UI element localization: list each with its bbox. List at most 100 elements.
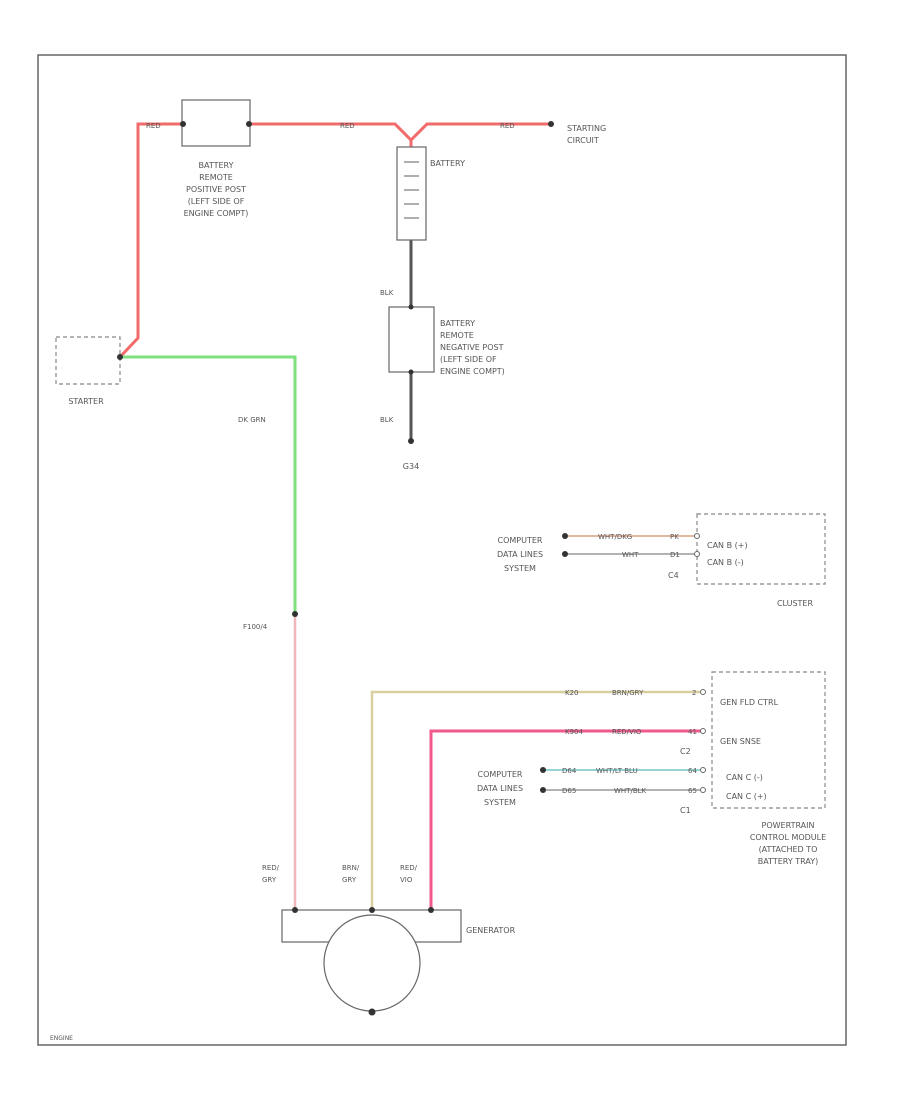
svg-text:CONTROL MODULE: CONTROL MODULE — [750, 833, 826, 842]
dot-fusible — [292, 611, 298, 617]
wire-red-starter — [118, 122, 184, 359]
wire-label-can-c-minus-color: WHT/LT BLU — [596, 767, 638, 775]
dot-starting-circuit — [548, 121, 554, 127]
wire-label-brn-gry-1: BRN/ — [342, 864, 360, 872]
svg-text:REMOTE: REMOTE — [440, 331, 474, 340]
svg-text:ENGINE COMPT): ENGINE COMPT) — [184, 209, 249, 218]
svg-text:POSITIVE POST: POSITIVE POST — [186, 185, 246, 194]
wire-label-can-b-minus-color: WHT — [622, 551, 639, 559]
svg-text:COMPUTER: COMPUTER — [498, 536, 543, 545]
wire-label-gen-snse-color: RED/VIO — [612, 728, 642, 736]
svg-text:COMPUTER: COMPUTER — [478, 770, 523, 779]
svg-text:SYSTEM: SYSTEM — [484, 798, 516, 807]
pcm-connector-c1: C1 — [680, 806, 691, 815]
pcm-pin-1: GEN FLD CTRL — [720, 698, 779, 707]
dot-can-b-minus — [562, 551, 568, 557]
wire-label-gen-fld-circuit: K20 — [565, 689, 579, 697]
wire-red-vio — [429, 729, 702, 912]
wire-label-dk-grn: DK GRN — [238, 416, 266, 424]
cluster-pin-1: CAN B (+) — [707, 541, 748, 550]
wire-label-red-gry-2: GRY — [262, 876, 277, 884]
dot-gen-bottom — [368, 1008, 376, 1016]
wire-label-fusible: F100/4 — [243, 623, 268, 631]
dot-gen-2 — [369, 907, 375, 913]
svg-text:NEGATIVE POST: NEGATIVE POST — [440, 343, 504, 352]
wire-label-can-c-minus-circuit: D64 — [562, 767, 577, 775]
cluster-box — [696, 513, 826, 585]
wire-dk-grn — [118, 355, 297, 616]
svg-text:(LEFT SIDE OF: (LEFT SIDE OF — [188, 197, 245, 206]
pcm-pin-2: GEN SNSE — [720, 737, 761, 746]
pin-stubs — [694, 533, 706, 793]
pcm-connector-c2: C2 — [680, 747, 691, 756]
wire-label-blk-1: BLK — [380, 289, 394, 297]
dot-can-c-plus — [540, 787, 546, 793]
svg-text:(ATTACHED TO: (ATTACHED TO — [759, 845, 818, 854]
positive-post-box — [181, 99, 251, 147]
wire-label-red-3: RED — [500, 122, 515, 130]
svg-text:POWERTRAIN: POWERTRAIN — [762, 821, 815, 830]
dot-starter — [117, 354, 123, 360]
wire-brn-gry — [370, 690, 702, 912]
wire-label-gen-snse-pin: 41 — [688, 728, 697, 736]
wire-label-red-gry-1: RED/ — [262, 864, 280, 872]
dot-neg-bottom — [408, 369, 414, 375]
generator-label: GENERATOR — [466, 926, 516, 935]
wire-label-can-b-minus-pin: D1 — [670, 551, 680, 559]
pcm-pin-4: CAN C (+) — [726, 792, 767, 801]
dot-fuse-left — [180, 121, 186, 127]
dot-gen-1 — [292, 907, 298, 913]
wire-label-can-c-plus-pin: 65 — [688, 787, 697, 795]
svg-text:BATTERY TRAY): BATTERY TRAY) — [758, 857, 818, 866]
generator-circle — [323, 914, 421, 1012]
svg-text:REMOTE: REMOTE — [199, 173, 233, 182]
corner-code: ENGINE — [50, 1035, 73, 1042]
battery-cells — [404, 161, 419, 219]
starter-box — [55, 336, 121, 385]
svg-text:DATA LINES: DATA LINES — [497, 550, 543, 559]
wire-label-blk-2: BLK — [380, 416, 394, 424]
pcm-pin-3: CAN C (-) — [726, 773, 763, 782]
svg-text:DATA LINES: DATA LINES — [477, 784, 523, 793]
pcm-box — [711, 671, 826, 809]
wire-label-can-b-plus-color: WHT/DKG — [598, 533, 632, 541]
svg-text:(LEFT SIDE OF: (LEFT SIDE OF — [440, 355, 497, 364]
wire-label-gen-fld-pin: 2 — [692, 689, 696, 697]
svg-text:ENGINE COMPT): ENGINE COMPT) — [440, 367, 505, 376]
computer-data-lines-label-2: COMPUTER DATA LINES SYSTEM — [477, 770, 523, 807]
wire-label-can-c-plus-color: WHT/BLK — [614, 787, 647, 795]
connection-dots — [117, 121, 568, 1016]
wire-label-gen-snse-circuit: K904 — [565, 728, 583, 736]
battery-label: BATTERY — [430, 159, 465, 168]
wires — [118, 122, 702, 912]
dot-neg-top — [408, 304, 414, 310]
positive-post-label: BATTERY REMOTE POSITIVE POST (LEFT SIDE … — [184, 161, 249, 218]
pcm-label: POWERTRAIN CONTROL MODULE (ATTACHED TO B… — [750, 821, 826, 866]
computer-data-lines-label-1: COMPUTER DATA LINES SYSTEM — [497, 536, 543, 573]
dot-can-b-plus — [562, 533, 568, 539]
starting-circuit-label-2: CIRCUIT — [567, 136, 599, 145]
dot-ground — [408, 438, 414, 444]
battery-symbol — [396, 146, 427, 241]
negative-post-label: BATTERY REMOTE NEGATIVE POST (LEFT SIDE … — [440, 319, 505, 376]
dot-gen-3 — [428, 907, 434, 913]
svg-text:BATTERY: BATTERY — [199, 161, 234, 170]
wire-label-red-2: RED — [340, 122, 355, 130]
wire-label-can-b-plus-pin: PK — [670, 533, 679, 541]
wire-label-red-vio-1: RED/ — [400, 864, 418, 872]
cluster-label: CLUSTER — [777, 599, 814, 608]
dot-fuse-right — [246, 121, 252, 127]
diagram-frame — [37, 54, 847, 1046]
starter-label: STARTER — [68, 397, 104, 406]
negative-post-box — [388, 306, 435, 373]
cluster-pin-2: CAN B (-) — [707, 558, 744, 567]
svg-text:SYSTEM: SYSTEM — [504, 564, 536, 573]
wire-label-can-c-plus-circuit: D65 — [562, 787, 576, 795]
svg-text:BATTERY: BATTERY — [440, 319, 475, 328]
wire-label-gen-fld-color: BRN/GRY — [612, 689, 644, 697]
wire-label-red-vio-2: VIO — [400, 876, 413, 884]
dot-can-c-minus — [540, 767, 546, 773]
wire-label-brn-gry-2: GRY — [342, 876, 357, 884]
ground-label: G34 — [403, 462, 419, 471]
